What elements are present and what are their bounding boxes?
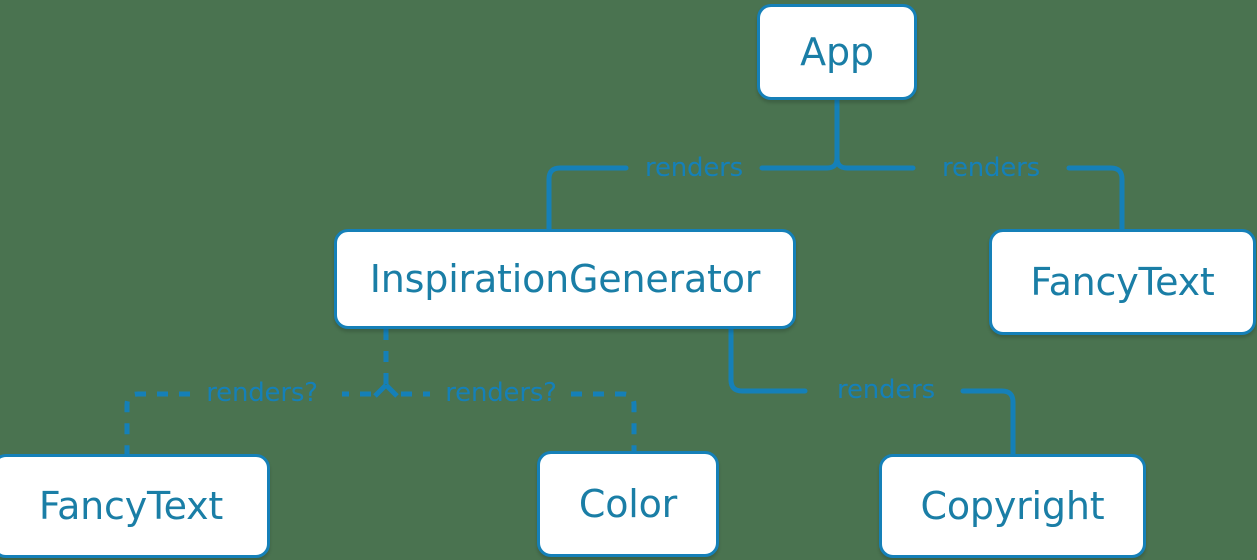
edge-label-inspirationgenerator-color: renders? bbox=[445, 378, 557, 408]
node-color-label: Color bbox=[578, 482, 678, 526]
node-fancytext-bottom-label: FancyText bbox=[38, 484, 224, 528]
edge-label-app-inspirationgenerator: renders bbox=[645, 153, 743, 183]
edge-inspirationgenerator-dashed-fork-left bbox=[373, 383, 388, 398]
edge-label-inspirationgenerator-fancytext: renders? bbox=[206, 378, 318, 408]
node-fancytext-bottom[interactable]: FancyText bbox=[0, 454, 270, 558]
node-color[interactable]: Color bbox=[537, 451, 719, 557]
edge-app-inspirationgenerator bbox=[546, 165, 629, 232]
edge-inspirationgenerator-copyright-left bbox=[728, 326, 808, 394]
edge-inspirationgenerator-dashed-fork-right bbox=[384, 383, 399, 398]
node-fancytext-top[interactable]: FancyText bbox=[989, 229, 1256, 335]
edge-label-inspirationgenerator-copyright: renders bbox=[837, 375, 935, 405]
edge-inspirationgenerator-fancytext bbox=[124, 391, 190, 454]
node-copyright-label: Copyright bbox=[920, 484, 1105, 528]
edge-app-fancytext bbox=[1066, 165, 1125, 232]
node-inspirationgenerator-label: InspirationGenerator bbox=[369, 257, 761, 301]
node-app[interactable]: App bbox=[757, 4, 917, 100]
node-fancytext-top-label: FancyText bbox=[1030, 260, 1215, 304]
edge-inspirationgenerator-copyright bbox=[960, 388, 1016, 457]
node-copyright[interactable]: Copyright bbox=[879, 454, 1146, 558]
node-app-label: App bbox=[800, 30, 874, 74]
node-inspirationgenerator[interactable]: InspirationGenerator bbox=[334, 229, 796, 329]
edge-label-app-fancytext: renders bbox=[942, 153, 1040, 183]
edge-inspirationgenerator-color bbox=[571, 391, 637, 451]
